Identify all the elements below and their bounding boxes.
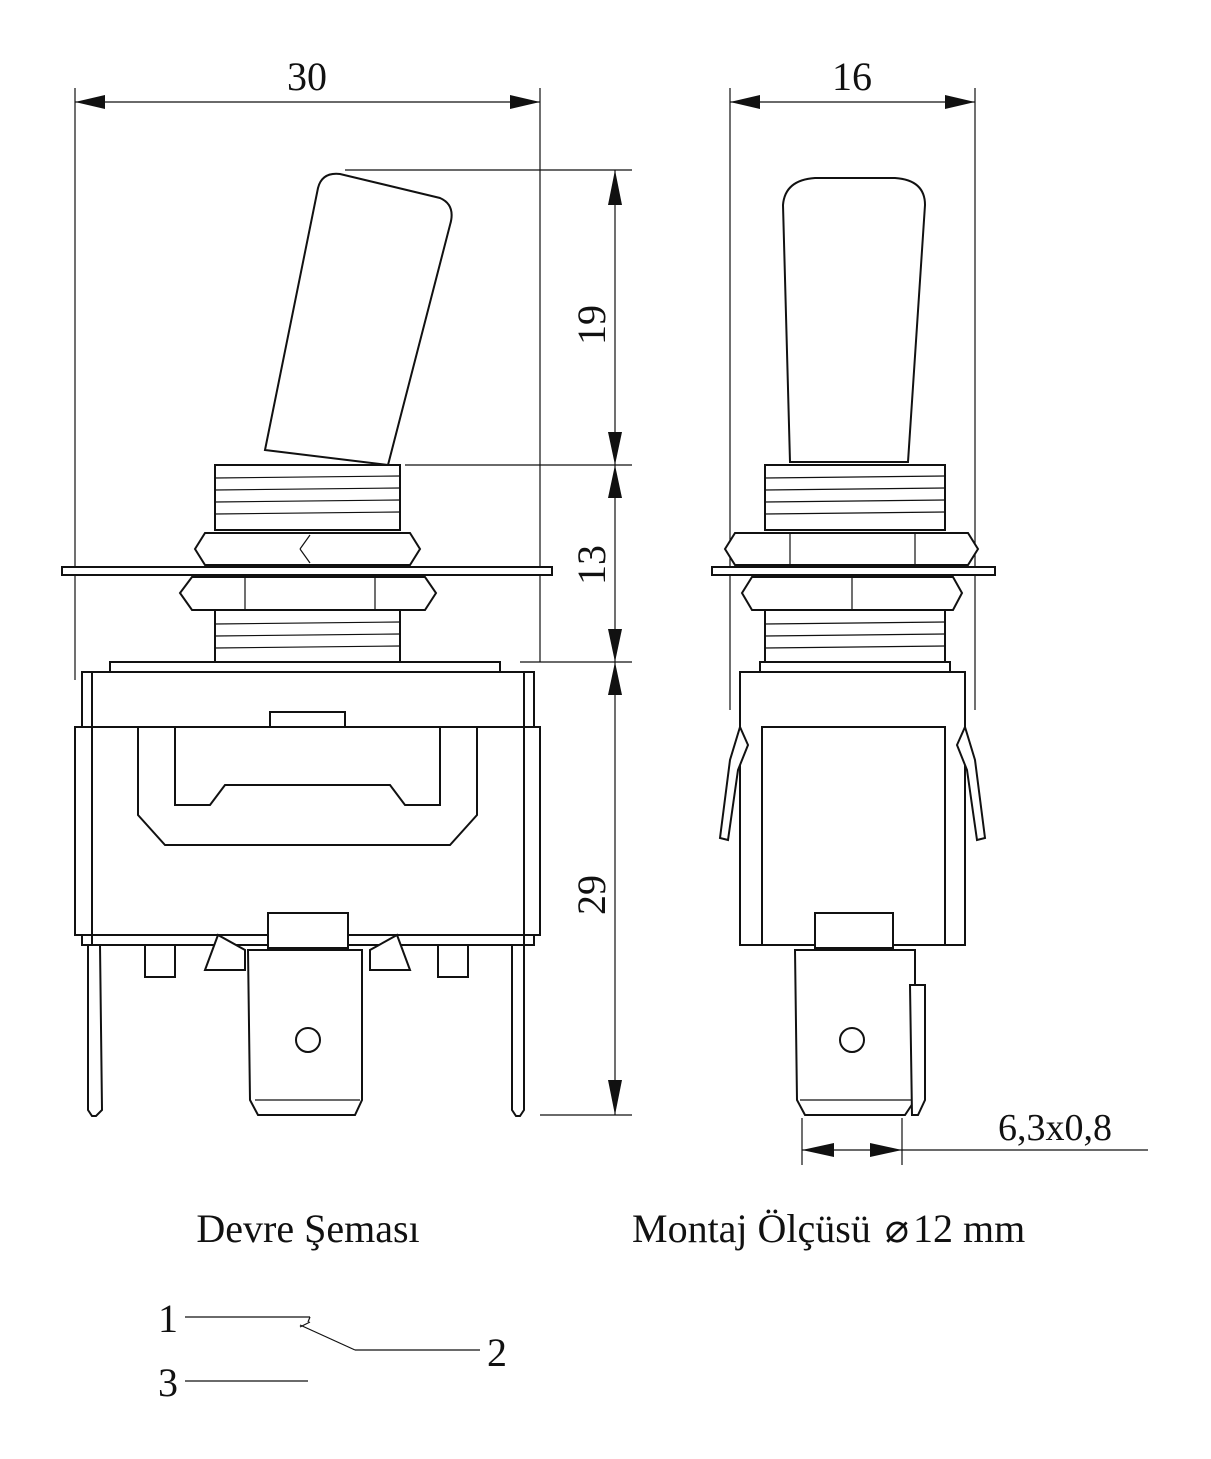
upper-nut (193, 532, 422, 566)
mounting-title: Montaj Ölçüsü⌀12 mm (632, 1206, 1025, 1251)
switch-body-side (718, 661, 987, 946)
terminal-hole-side (839, 1027, 865, 1053)
upper-nut-side (723, 532, 980, 566)
lower-thread-side (764, 609, 946, 663)
lower-nut (178, 576, 438, 611)
pin-2-label: 2 (487, 1330, 507, 1375)
switch-body-front (74, 661, 541, 946)
circuit-diagram: 1 2 3 (158, 1296, 507, 1405)
pin-1-label: 1 (158, 1296, 178, 1341)
dim-label-terminal: 6,3x0,8 (998, 1107, 1112, 1149)
front-view: 30 19 13 29 (61, 54, 632, 1117)
dim-label-30: 30 (287, 54, 327, 99)
circuit-title: Devre Şeması (196, 1206, 419, 1251)
lower-thread (214, 609, 401, 663)
dim-label-19: 19 (569, 305, 614, 345)
dimension-vertical: 19 13 29 (345, 169, 632, 1116)
mounting-panel-side (711, 566, 996, 576)
dim-label-16: 16 (832, 54, 872, 99)
terminal-hole (295, 1027, 321, 1053)
toggle-lever-side (781, 177, 927, 463)
toggle-lever (263, 172, 453, 467)
dim-label-29: 29 (569, 875, 614, 915)
upper-thread-side (764, 464, 946, 531)
terminals-front (87, 912, 525, 1117)
terminals-side (793, 912, 926, 1116)
side-view: 16 (711, 54, 1148, 1165)
dimension-width-16: 16 (729, 54, 976, 710)
dimension-width-30: 30 (74, 54, 541, 680)
upper-thread (214, 464, 401, 531)
dimension-terminal: 6,3x0,8 (801, 1107, 1148, 1165)
pin-3-label: 3 (158, 1360, 178, 1405)
dim-label-13: 13 (569, 545, 614, 585)
mounting-panel (61, 566, 553, 576)
